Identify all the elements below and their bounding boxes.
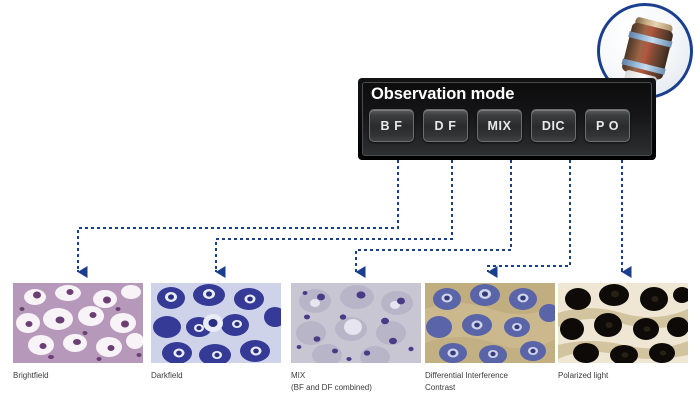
mode-button-dic[interactable]: DIC [531, 109, 576, 142]
connector-df [215, 160, 453, 272]
caption-polarized: Polarized light [558, 371, 609, 380]
caption-darkfield: Darkfield [151, 371, 183, 380]
micrograph-polarized [558, 283, 688, 363]
mode-result-brightfield: Brightfield [13, 283, 143, 382]
connector-mix [355, 160, 512, 272]
panel-title: Observation mode [371, 85, 515, 103]
mode-result-darkfield: Darkfield [151, 283, 281, 382]
mode-result-mix: MIX (BF and DF combined) [291, 283, 421, 393]
micrograph-mix [291, 283, 421, 363]
mode-result-dic: Differential Interference Contrast [425, 283, 555, 393]
mode-result-polarized: Polarized light [558, 283, 688, 382]
caption-dic: Differential Interference Contrast [425, 371, 509, 392]
caption-brightfield: Brightfield [13, 371, 49, 380]
caption-mix: MIX (BF and DF combined) [291, 371, 372, 392]
mode-button-df[interactable]: D F [423, 109, 468, 142]
micrograph-brightfield [13, 283, 143, 363]
mode-button-po[interactable]: P O [585, 109, 630, 142]
observation-mode-panel: Observation mode B F D F MIX DIC P O [358, 78, 656, 160]
observation-mode-panel-inner: Observation mode B F D F MIX DIC P O [362, 82, 652, 156]
micrograph-darkfield [151, 283, 281, 363]
mode-button-bf[interactable]: B F [369, 109, 414, 142]
mode-button-mix[interactable]: MIX [477, 109, 522, 142]
mode-button-group: B F D F MIX DIC P O [369, 109, 630, 142]
connector-bf [77, 160, 399, 272]
micrograph-dic [425, 283, 555, 363]
connector-dic [487, 160, 571, 272]
